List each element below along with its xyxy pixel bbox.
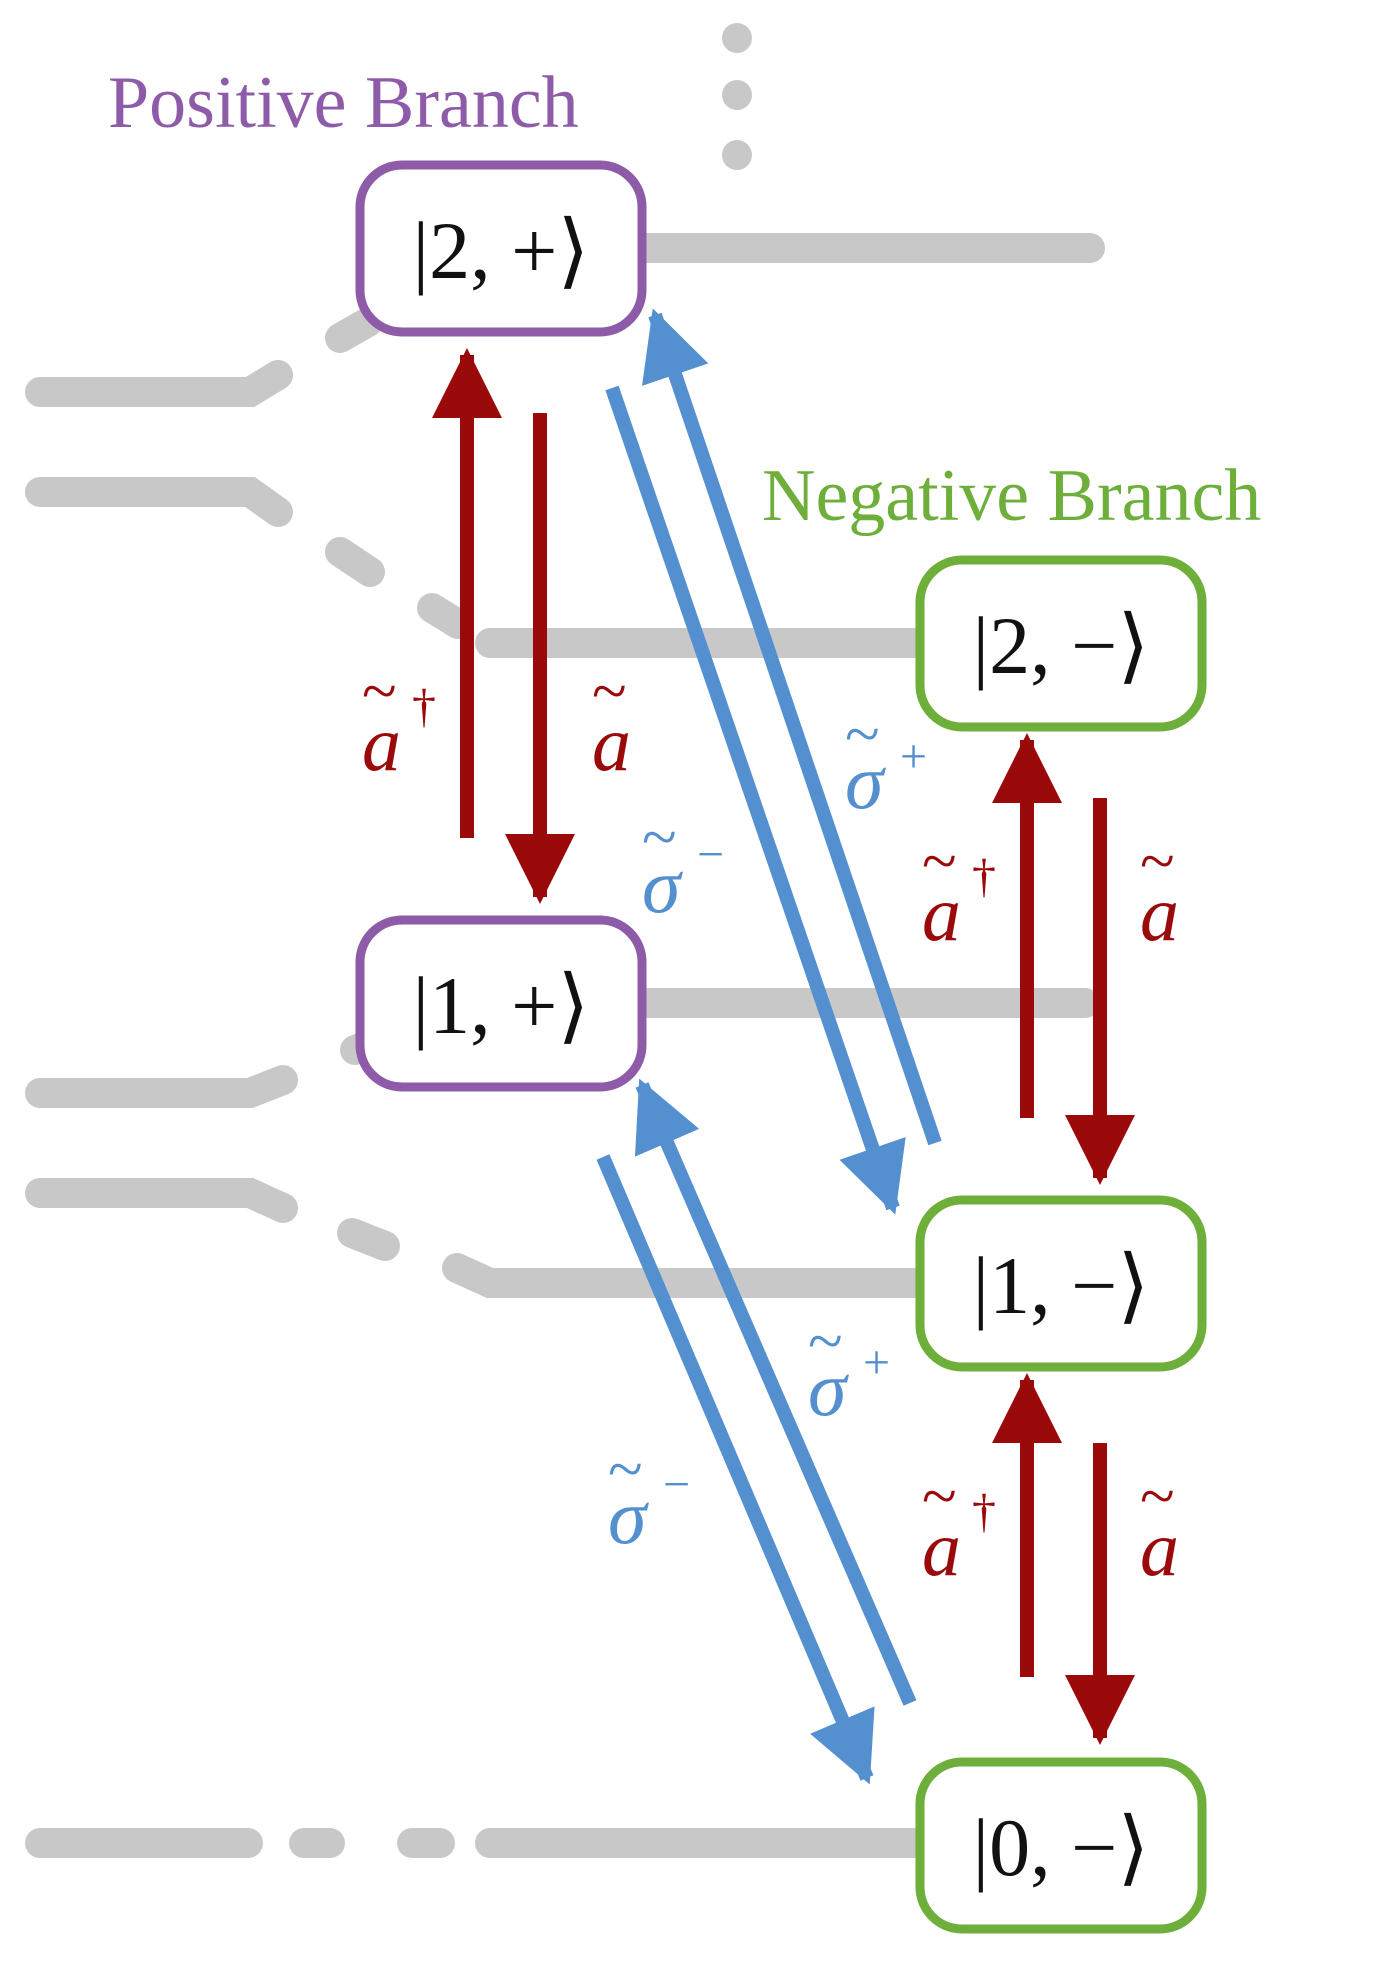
op-label-a-dagger-neg-upper: ~ a † xyxy=(922,825,996,957)
positive-branch-label: Positive Branch xyxy=(108,62,579,144)
op-label-sigma-minus-upper: ~ σ − xyxy=(642,801,724,929)
state-label-1-minus: |1, −⟩ xyxy=(973,1240,1150,1331)
op-tilde: ~ xyxy=(922,825,957,896)
op-sup-plus: + xyxy=(900,730,927,783)
op-dagger: † xyxy=(972,850,996,903)
op-label-a-dagger-neg-lower: ~ a † xyxy=(922,1460,996,1592)
state-label-0-minus: |0, −⟩ xyxy=(973,1802,1150,1893)
op-tilde: ~ xyxy=(1140,1460,1175,1531)
op-sup-plus: + xyxy=(863,1336,890,1389)
level-line-2-plus-left xyxy=(25,360,293,407)
op-a: a xyxy=(362,700,401,787)
op-sup-minus: − xyxy=(663,1458,690,1511)
negative-branch-label: Negative Branch xyxy=(762,455,1261,537)
state-box-1-minus xyxy=(915,1195,1207,1372)
state-box-1-plus xyxy=(355,915,647,1092)
state-1-plus: |1, +⟩ xyxy=(355,915,647,1092)
state-0-minus: |0, −⟩ xyxy=(915,1757,1207,1934)
op-label-a-neg-lower: ~ a xyxy=(1140,1460,1179,1592)
op-tilde: ~ xyxy=(642,801,677,872)
level-line-1-minus-dash xyxy=(337,1218,400,1261)
level-line-1-minus-left xyxy=(25,1178,298,1223)
op-sigma: σ xyxy=(808,1345,849,1432)
sigma-minus-arrow-2plus-1minus xyxy=(605,385,906,1215)
photon-arrows xyxy=(432,348,1135,1745)
op-tilde: ~ xyxy=(922,1460,957,1531)
op-dagger: † xyxy=(412,680,436,733)
op-sigma: σ xyxy=(608,1473,649,1560)
continuation-dot xyxy=(722,23,752,53)
state-label-2-plus: |2, +⟩ xyxy=(413,205,590,296)
level-line-2-minus-dash xyxy=(417,593,473,639)
op-tilde: ~ xyxy=(592,655,627,726)
continuation-dot xyxy=(722,140,752,170)
state-box-2-minus xyxy=(915,555,1207,732)
state-1-minus: |1, −⟩ xyxy=(915,1195,1207,1372)
op-a: a xyxy=(592,700,631,787)
level-line-2-minus-dash xyxy=(325,537,385,587)
sigma-plus-arrow-1minus-2plus xyxy=(642,308,942,1146)
level-line-1-plus-left xyxy=(25,1065,298,1108)
state-2-plus: |2, +⟩ xyxy=(355,160,647,337)
op-tilde: ~ xyxy=(362,655,397,726)
op-a: a xyxy=(922,870,961,957)
op-label-sigma-plus-upper: ~ σ + xyxy=(845,698,927,825)
state-label-1-plus: |1, +⟩ xyxy=(413,960,590,1051)
op-sigma: σ xyxy=(845,738,886,825)
level-line-1-minus xyxy=(442,1253,945,1298)
state-box-2-plus xyxy=(355,160,647,337)
op-label-a-pos: ~ a xyxy=(592,655,631,787)
op-tilde: ~ xyxy=(845,698,880,769)
op-a: a xyxy=(1140,870,1179,957)
op-label-a-neg-upper: ~ a xyxy=(1140,825,1179,957)
op-sup-minus: − xyxy=(697,828,724,881)
op-dagger: † xyxy=(972,1485,996,1538)
sigma-plus-arrow-0minus-1plus xyxy=(634,1078,917,1706)
level-line-2-plus-dash xyxy=(325,307,383,353)
level-line-2-minus-left xyxy=(25,477,293,527)
op-label-sigma-plus-lower: ~ σ + xyxy=(808,1305,890,1432)
op-a: a xyxy=(922,1505,961,1592)
state-label-2-minus: |2, −⟩ xyxy=(973,600,1150,691)
op-a: a xyxy=(1140,1505,1179,1592)
spin-arrows xyxy=(596,308,942,1785)
op-tilde: ~ xyxy=(1140,825,1175,896)
op-label-a-dagger-pos: ~ a † xyxy=(362,655,436,787)
op-label-sigma-minus-lower: ~ σ − xyxy=(608,1433,690,1560)
state-2-minus: |2, −⟩ xyxy=(915,555,1207,732)
sigma-minus-arrow-1plus-0minus xyxy=(596,1154,875,1785)
continuation-dot xyxy=(722,80,752,110)
op-tilde: ~ xyxy=(608,1433,643,1504)
op-sigma: σ xyxy=(642,842,683,929)
op-tilde: ~ xyxy=(808,1305,843,1376)
state-box-0-minus xyxy=(915,1757,1207,1934)
